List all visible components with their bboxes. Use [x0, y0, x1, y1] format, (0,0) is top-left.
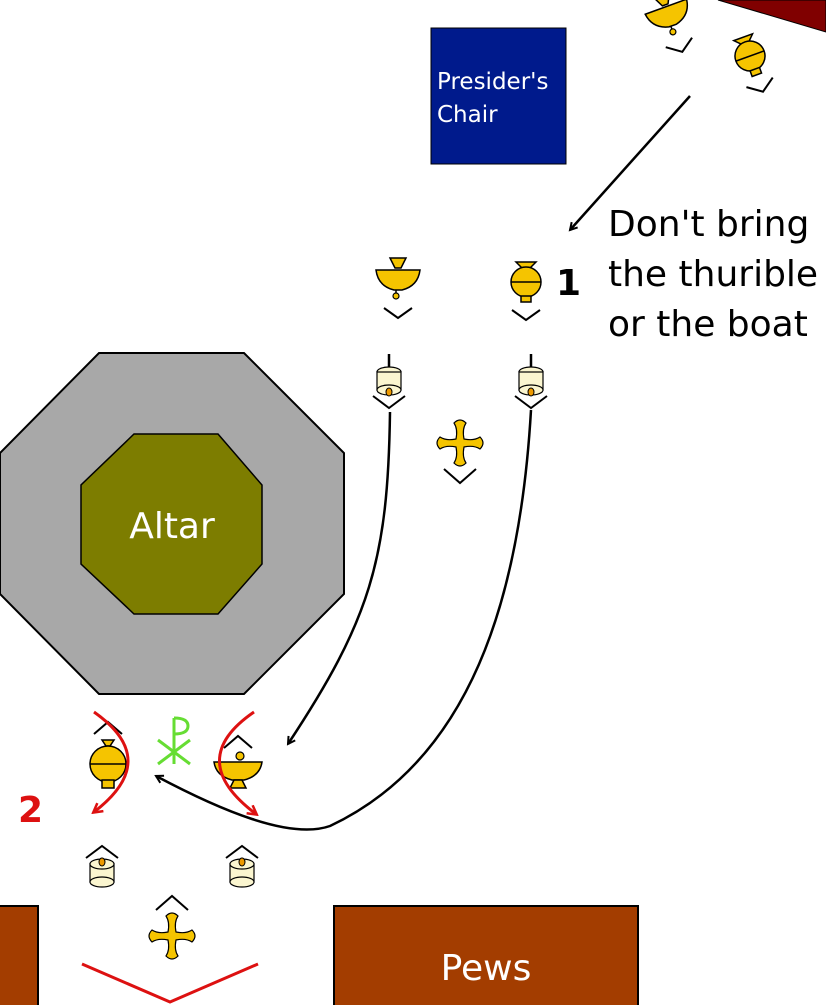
- candle-icon-bottom-left: [85, 845, 119, 888]
- thurible-icon-bottom: [89, 720, 127, 789]
- presider-chair-label-line1: Presider's: [437, 69, 548, 95]
- step-1-label: 1: [556, 263, 581, 304]
- step-2-label: 2: [18, 790, 43, 831]
- boat-icon: [640, 0, 704, 61]
- note-line1: Don't bring: [608, 204, 809, 245]
- boat-icon-middle: [375, 257, 421, 319]
- entrance-chevron: [81, 962, 259, 1004]
- candle-icon-right: [513, 352, 549, 410]
- altar-label: Altar: [129, 506, 215, 547]
- candle-icon-left: [371, 352, 407, 410]
- note-line2: the thurible: [608, 254, 818, 295]
- thurible-icon: [728, 31, 779, 98]
- presider-chair-label-line2: Chair: [437, 102, 498, 128]
- presider-chair: Presider's Chair: [430, 27, 567, 165]
- processional-cross-icon: [436, 419, 484, 485]
- rotation-arc-left: [94, 710, 130, 812]
- candle-icon-bottom-right: [225, 845, 259, 888]
- pews-left: [0, 905, 39, 1005]
- note-line3: or the boat: [608, 304, 808, 345]
- path-left-candle: [288, 411, 392, 744]
- thurible-icon-middle: [510, 261, 542, 321]
- arrow-top-path: [570, 95, 691, 230]
- processional-cross-icon-bottom: [148, 894, 196, 960]
- corner-fragment: [717, 0, 826, 33]
- chi-rho-icon: [157, 716, 191, 766]
- rotation-arc-right: [218, 710, 256, 814]
- note-text: Don't bring the thurible or the boat: [608, 204, 818, 345]
- altar: Altar: [0, 352, 345, 695]
- path-right-candle: [156, 409, 533, 831]
- pews-label: Pews: [441, 948, 532, 989]
- pews-right: Pews: [333, 905, 639, 1005]
- boat-icon-bottom: [213, 734, 263, 789]
